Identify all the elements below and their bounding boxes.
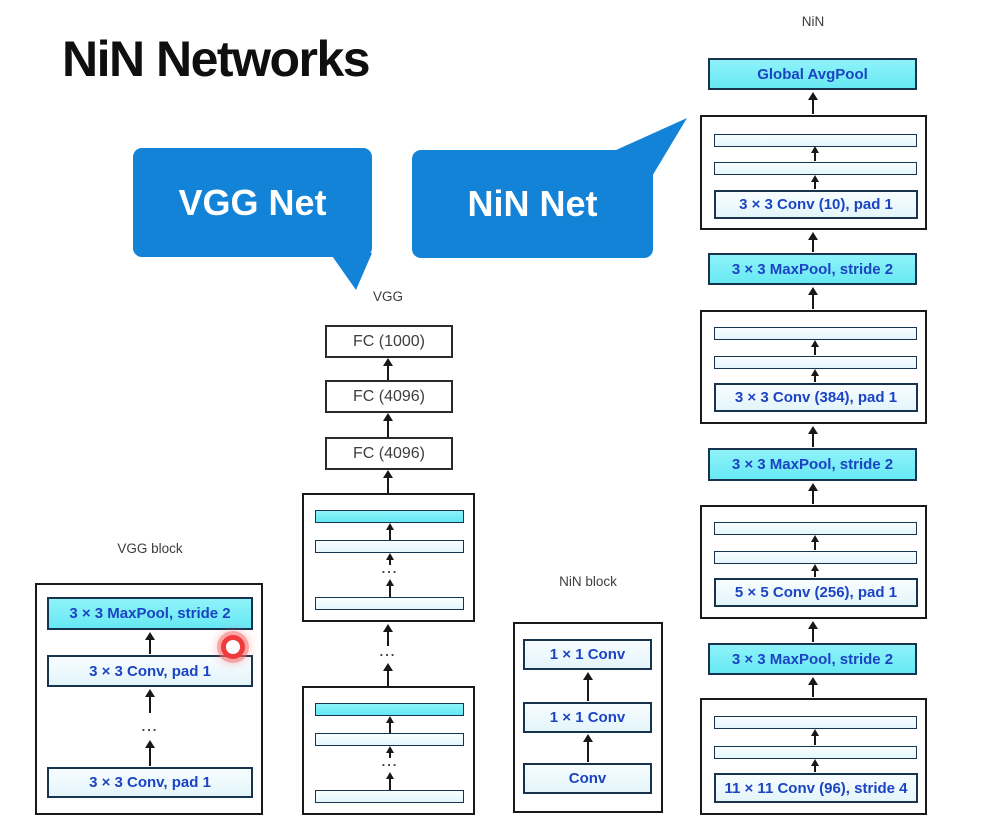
arrow-up-icon bbox=[381, 413, 395, 437]
arrow-up-icon bbox=[381, 358, 395, 380]
arrow-up-icon bbox=[383, 579, 397, 597]
arrow-up-icon bbox=[381, 470, 395, 493]
arrow-up-icon bbox=[383, 716, 397, 733]
arrow-up-icon bbox=[806, 92, 820, 114]
layer-strip bbox=[714, 746, 917, 759]
vgg-net-callout: VGG Net bbox=[133, 148, 372, 257]
arrow-up-icon bbox=[808, 729, 822, 745]
fc-1000-box: FC (1000) bbox=[325, 325, 453, 358]
arrow-up-icon bbox=[808, 369, 822, 382]
layer-strip bbox=[315, 510, 464, 523]
ellipsis: ... bbox=[381, 561, 399, 576]
nin-net-callout-label: NiN Net bbox=[467, 183, 598, 224]
arrow-up-icon bbox=[808, 564, 822, 577]
layer-strip bbox=[315, 703, 464, 716]
arrow-up-icon bbox=[143, 689, 157, 713]
fc-4096-box-2: FC (4096) bbox=[325, 437, 453, 470]
arrow-up-icon bbox=[806, 677, 820, 697]
arrow-up-icon bbox=[383, 746, 397, 758]
arrow-up-icon bbox=[381, 663, 395, 686]
cursor-click-indicator bbox=[221, 635, 245, 659]
arrow-up-icon bbox=[383, 523, 397, 540]
nin-block-1: 3 × 3 Conv (10), pad 1 bbox=[700, 115, 927, 230]
arrow-up-icon bbox=[143, 632, 157, 654]
arrow-up-icon bbox=[383, 553, 397, 565]
nin-block-3: 5 × 5 Conv (256), pad 1 bbox=[700, 505, 927, 619]
ellipsis: ... bbox=[141, 719, 159, 734]
vgg-block-detail-title: VGG block bbox=[117, 541, 183, 556]
nin-block-4: 11 × 11 Conv (96), stride 4 bbox=[700, 698, 927, 815]
nin-block-2: 3 × 3 Conv (384), pad 1 bbox=[700, 310, 927, 424]
arrow-up-icon bbox=[808, 340, 822, 355]
arrow-up-icon bbox=[806, 426, 820, 447]
arrow-up-icon bbox=[808, 146, 822, 161]
layer-strip bbox=[315, 733, 464, 746]
nin-net-callout: NiN Net bbox=[412, 150, 653, 258]
conv-1x1-box: 1 × 1 Conv bbox=[523, 639, 652, 670]
vgg-block-lower: ... bbox=[302, 686, 475, 815]
global-avgpool-box: Global AvgPool bbox=[708, 58, 917, 90]
arrow-up-icon bbox=[806, 232, 820, 252]
maxpool-box: 3 × 3 MaxPool, stride 2 bbox=[47, 597, 253, 630]
layer-strip bbox=[714, 551, 917, 564]
arrow-up-icon bbox=[808, 535, 822, 550]
vgg-block-upper: ... bbox=[302, 493, 475, 622]
arrow-up-icon bbox=[808, 175, 822, 189]
arrow-up-icon bbox=[383, 772, 397, 790]
ellipsis: ... bbox=[379, 644, 397, 659]
maxpool-box: 3 × 3 MaxPool, stride 2 bbox=[708, 253, 917, 285]
maxpool-box: 3 × 3 MaxPool, stride 2 bbox=[708, 448, 917, 481]
conv-box: 3 × 3 Conv (10), pad 1 bbox=[714, 190, 918, 219]
arrow-up-icon bbox=[806, 621, 820, 642]
layer-strip bbox=[714, 716, 917, 729]
arrow-up-icon bbox=[806, 483, 820, 504]
conv-box: 11 × 11 Conv (96), stride 4 bbox=[714, 773, 918, 803]
vgg-column-label: VGG bbox=[372, 289, 403, 304]
layer-strip bbox=[315, 790, 464, 803]
arrow-up-icon bbox=[581, 672, 595, 701]
page-title: NiN Networks bbox=[62, 31, 371, 87]
arrow-up-icon bbox=[381, 624, 395, 646]
layer-strip bbox=[315, 540, 464, 553]
nin-column-label: NiN bbox=[801, 14, 825, 29]
arrow-up-icon bbox=[143, 740, 157, 766]
nin-block-detail-title: NiN block bbox=[559, 574, 617, 589]
arrow-up-icon bbox=[806, 287, 820, 309]
vgg-callout-tail-icon bbox=[330, 253, 372, 290]
layer-strip bbox=[714, 356, 917, 369]
conv-box: 3 × 3 Conv, pad 1 bbox=[47, 655, 253, 687]
conv-box: 5 × 5 Conv (256), pad 1 bbox=[714, 578, 918, 607]
conv-box: 3 × 3 Conv, pad 1 bbox=[47, 767, 253, 798]
conv-box: Conv bbox=[523, 763, 652, 794]
arrow-up-icon bbox=[581, 734, 595, 762]
maxpool-box: 3 × 3 MaxPool, stride 2 bbox=[708, 643, 917, 675]
vgg-net-callout-label: VGG Net bbox=[178, 181, 327, 223]
fc-4096-box-1: FC (4096) bbox=[325, 380, 453, 413]
layer-strip bbox=[714, 162, 917, 175]
layer-strip bbox=[714, 522, 917, 535]
arrow-up-icon bbox=[808, 759, 822, 772]
layer-strip bbox=[714, 327, 917, 340]
ellipsis: ... bbox=[381, 754, 399, 769]
conv-box: 3 × 3 Conv (384), pad 1 bbox=[714, 383, 918, 412]
layer-strip bbox=[315, 597, 464, 610]
conv-1x1-box: 1 × 1 Conv bbox=[523, 702, 652, 733]
